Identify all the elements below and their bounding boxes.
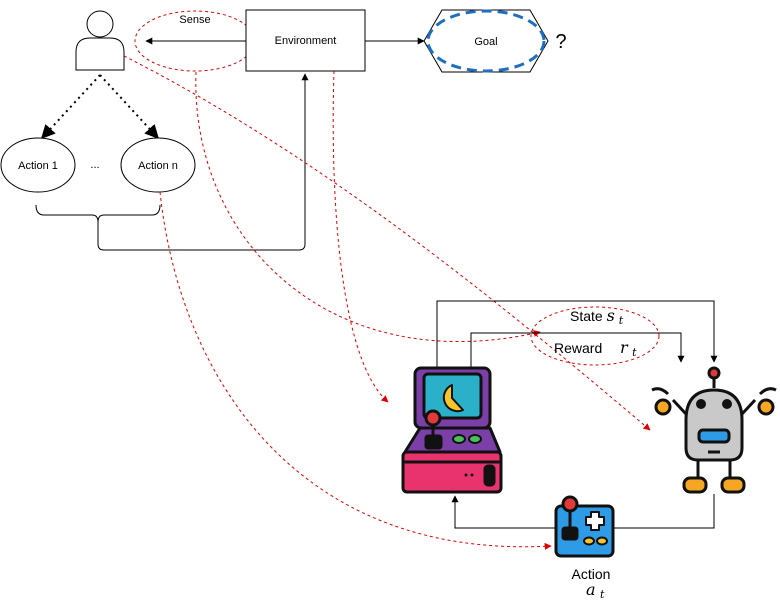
reward-symbol: r t [620,338,637,359]
person-to-actionn-arrow [99,74,159,140]
action1-node[interactable] [0,137,76,193]
robot-icon [651,366,777,494]
action-subscript: t [600,588,605,601]
person-to-robot-mapping [123,55,651,431]
person-icon [75,10,125,71]
reward-subscript: t [632,346,637,359]
state-label: State s t [570,306,624,327]
actions-to-controller-mapping [159,191,552,550]
robot-to-controller-line [614,494,715,529]
environment-label: Environment [275,35,337,47]
environment-box[interactable] [245,9,366,72]
goal-label: Goal [474,36,497,48]
actions-brace [35,204,161,223]
state-arrow [436,300,718,367]
controller-to-arcade-arrow [451,495,555,529]
actionn-node[interactable] [120,137,196,193]
actionn-label: Action n [138,160,178,172]
reward-label: Reward [554,340,602,356]
sense-to-state-mapping [195,71,541,342]
person-to-action1-arrow [41,74,101,140]
actions-ellipsis: ... [90,159,99,171]
action-label: Action [572,566,611,582]
reward-arrow [470,332,685,367]
joystick-controller-icon [554,495,615,558]
state-reward-highlight-ellipse [530,306,660,366]
action-symbol: a t [586,580,605,601]
action1-label: Action 1 [18,160,58,172]
actions-to-environment-arrow [97,73,309,251]
goal-question-mark: ? [555,31,566,53]
arcade-machine-icon [401,366,503,494]
state-symbol: s [607,306,615,325]
environment-to-arcade-mapping [332,70,389,403]
state-subscript: t [619,314,624,327]
sense-label: Sense [179,14,210,26]
goal-hexagon[interactable] [423,9,549,73]
goal-dashed-ellipse [426,9,546,73]
